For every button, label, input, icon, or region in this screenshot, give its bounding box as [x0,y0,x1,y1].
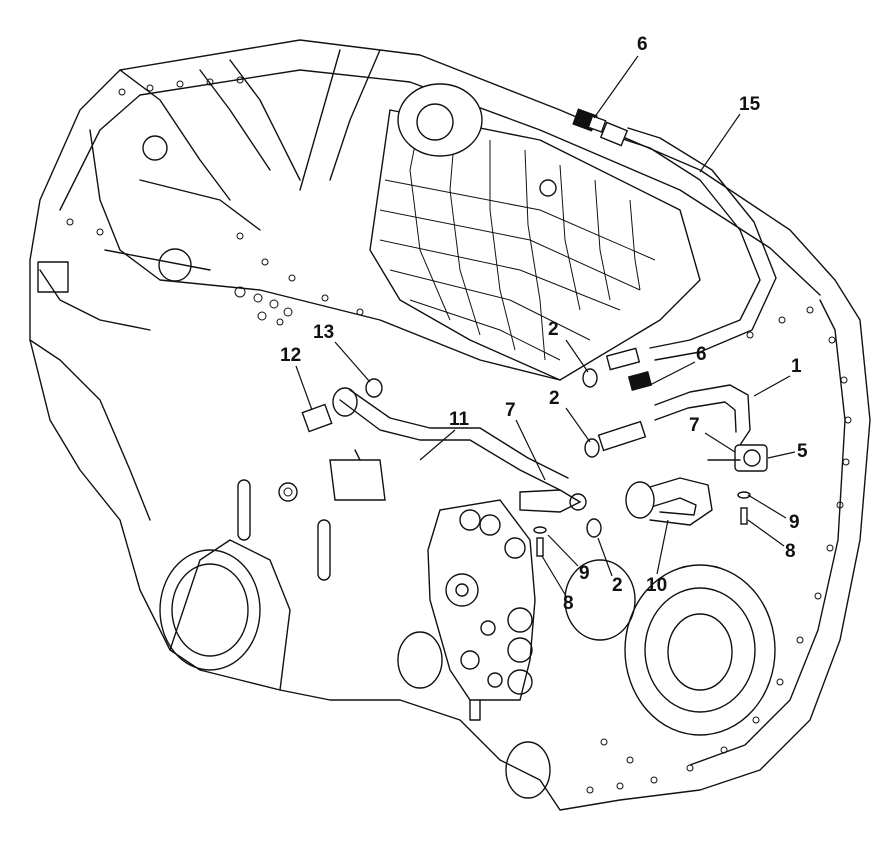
callout-2-c: 2 [612,575,623,596]
plug-12 [301,387,358,433]
transmission-housing [29,39,871,811]
bearing-bores [159,549,776,799]
callout-6-mid: 6 [696,344,707,365]
right-flange-holes [586,306,852,794]
callout-1: 1 [791,356,802,377]
mount-bracket [329,449,386,501]
leader-lines [295,55,796,597]
callout-8-mid: 8 [563,593,574,614]
fitting-6-mid [597,347,653,452]
pipe-1 [654,384,751,446]
callout-9-right: 9 [789,512,800,533]
fitting-6-top [572,108,607,133]
callout-10: 10 [646,575,667,596]
callout-13: 13 [313,322,334,343]
callout-15: 15 [739,94,761,115]
callout-8-right: 8 [785,541,796,562]
callout-7-right: 7 [689,415,700,436]
callout-2-a: 2 [548,319,559,340]
callout-5: 5 [797,441,808,462]
pipe-10 [625,477,713,526]
pipe-11 [339,389,569,491]
valve-block [427,499,536,721]
slot-cutouts [237,479,331,581]
callout-12: 12 [280,345,301,366]
ribbed-grille [369,83,701,381]
pipe-15 [599,121,777,361]
callout-labels: 6 15 13 12 2 6 1 2 7 11 7 5 9 8 9 2 10 8 [280,34,808,614]
callout-7-left: 7 [505,400,516,421]
callout-6-top: 6 [637,34,648,55]
bracket-7-left [519,489,587,513]
callout-11: 11 [449,409,470,430]
o-rings-2 [365,368,602,538]
callout-9-mid: 9 [579,563,590,584]
clamp-5 [707,444,768,472]
screws-washers [533,491,751,557]
callout-2-b: 2 [549,388,560,409]
